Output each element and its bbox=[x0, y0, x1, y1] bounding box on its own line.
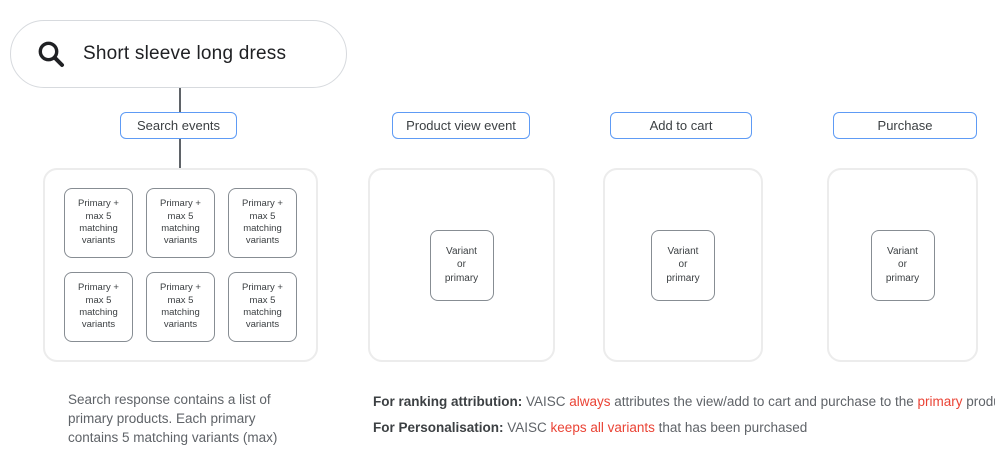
primary-variants-box: Primary + max 5 matching variants bbox=[228, 188, 297, 258]
add-to-cart-container: Variant or primary bbox=[603, 168, 763, 362]
primary-variants-box: Primary + max 5 matching variants bbox=[64, 188, 133, 258]
event-label-text: Search events bbox=[136, 118, 221, 133]
primary-variants-box: Primary + max 5 matching variants bbox=[146, 188, 215, 258]
primary-variants-box: Primary + max 5 matching variants bbox=[64, 272, 133, 342]
event-label-add-to-cart: Add to cart bbox=[610, 112, 752, 139]
variant-or-primary-box: Variant or primary bbox=[651, 229, 715, 301]
event-label-text: Add to cart bbox=[649, 118, 713, 133]
connector-label-to-container bbox=[179, 139, 181, 168]
purchase-container: Variant or primary bbox=[827, 168, 978, 362]
search-bar[interactable]: Short sleeve long dress bbox=[10, 20, 347, 88]
primary-variants-box: Primary + max 5 matching variants bbox=[228, 272, 297, 342]
primary-variants-box: Primary + max 5 matching variants bbox=[146, 272, 215, 342]
product-view-container: Variant or primary bbox=[368, 168, 555, 362]
event-label-text: Purchase bbox=[877, 118, 933, 133]
event-label-product-view: Product view event bbox=[392, 112, 530, 139]
search-icon bbox=[38, 41, 64, 67]
event-label-search-events: Search events bbox=[120, 112, 237, 139]
primary-boxes-grid: Primary + max 5 matching variants Primar… bbox=[64, 188, 297, 342]
ranking-attribution-caption: For ranking attribution: VAISC always at… bbox=[373, 394, 995, 409]
personalisation-caption: For Personalisation: VAISC keeps all var… bbox=[373, 420, 808, 435]
connector-search-to-label bbox=[179, 88, 181, 112]
event-label-purchase: Purchase bbox=[833, 112, 977, 139]
search-response-caption: Search response contains a list of prima… bbox=[68, 392, 278, 445]
variant-or-primary-box: Variant or primary bbox=[870, 229, 935, 301]
search-query: Short sleeve long dress bbox=[83, 43, 287, 64]
search-events-container: Primary + max 5 matching variants Primar… bbox=[43, 168, 318, 362]
variant-or-primary-box: Variant or primary bbox=[429, 229, 494, 301]
event-label-text: Product view event bbox=[406, 118, 516, 133]
